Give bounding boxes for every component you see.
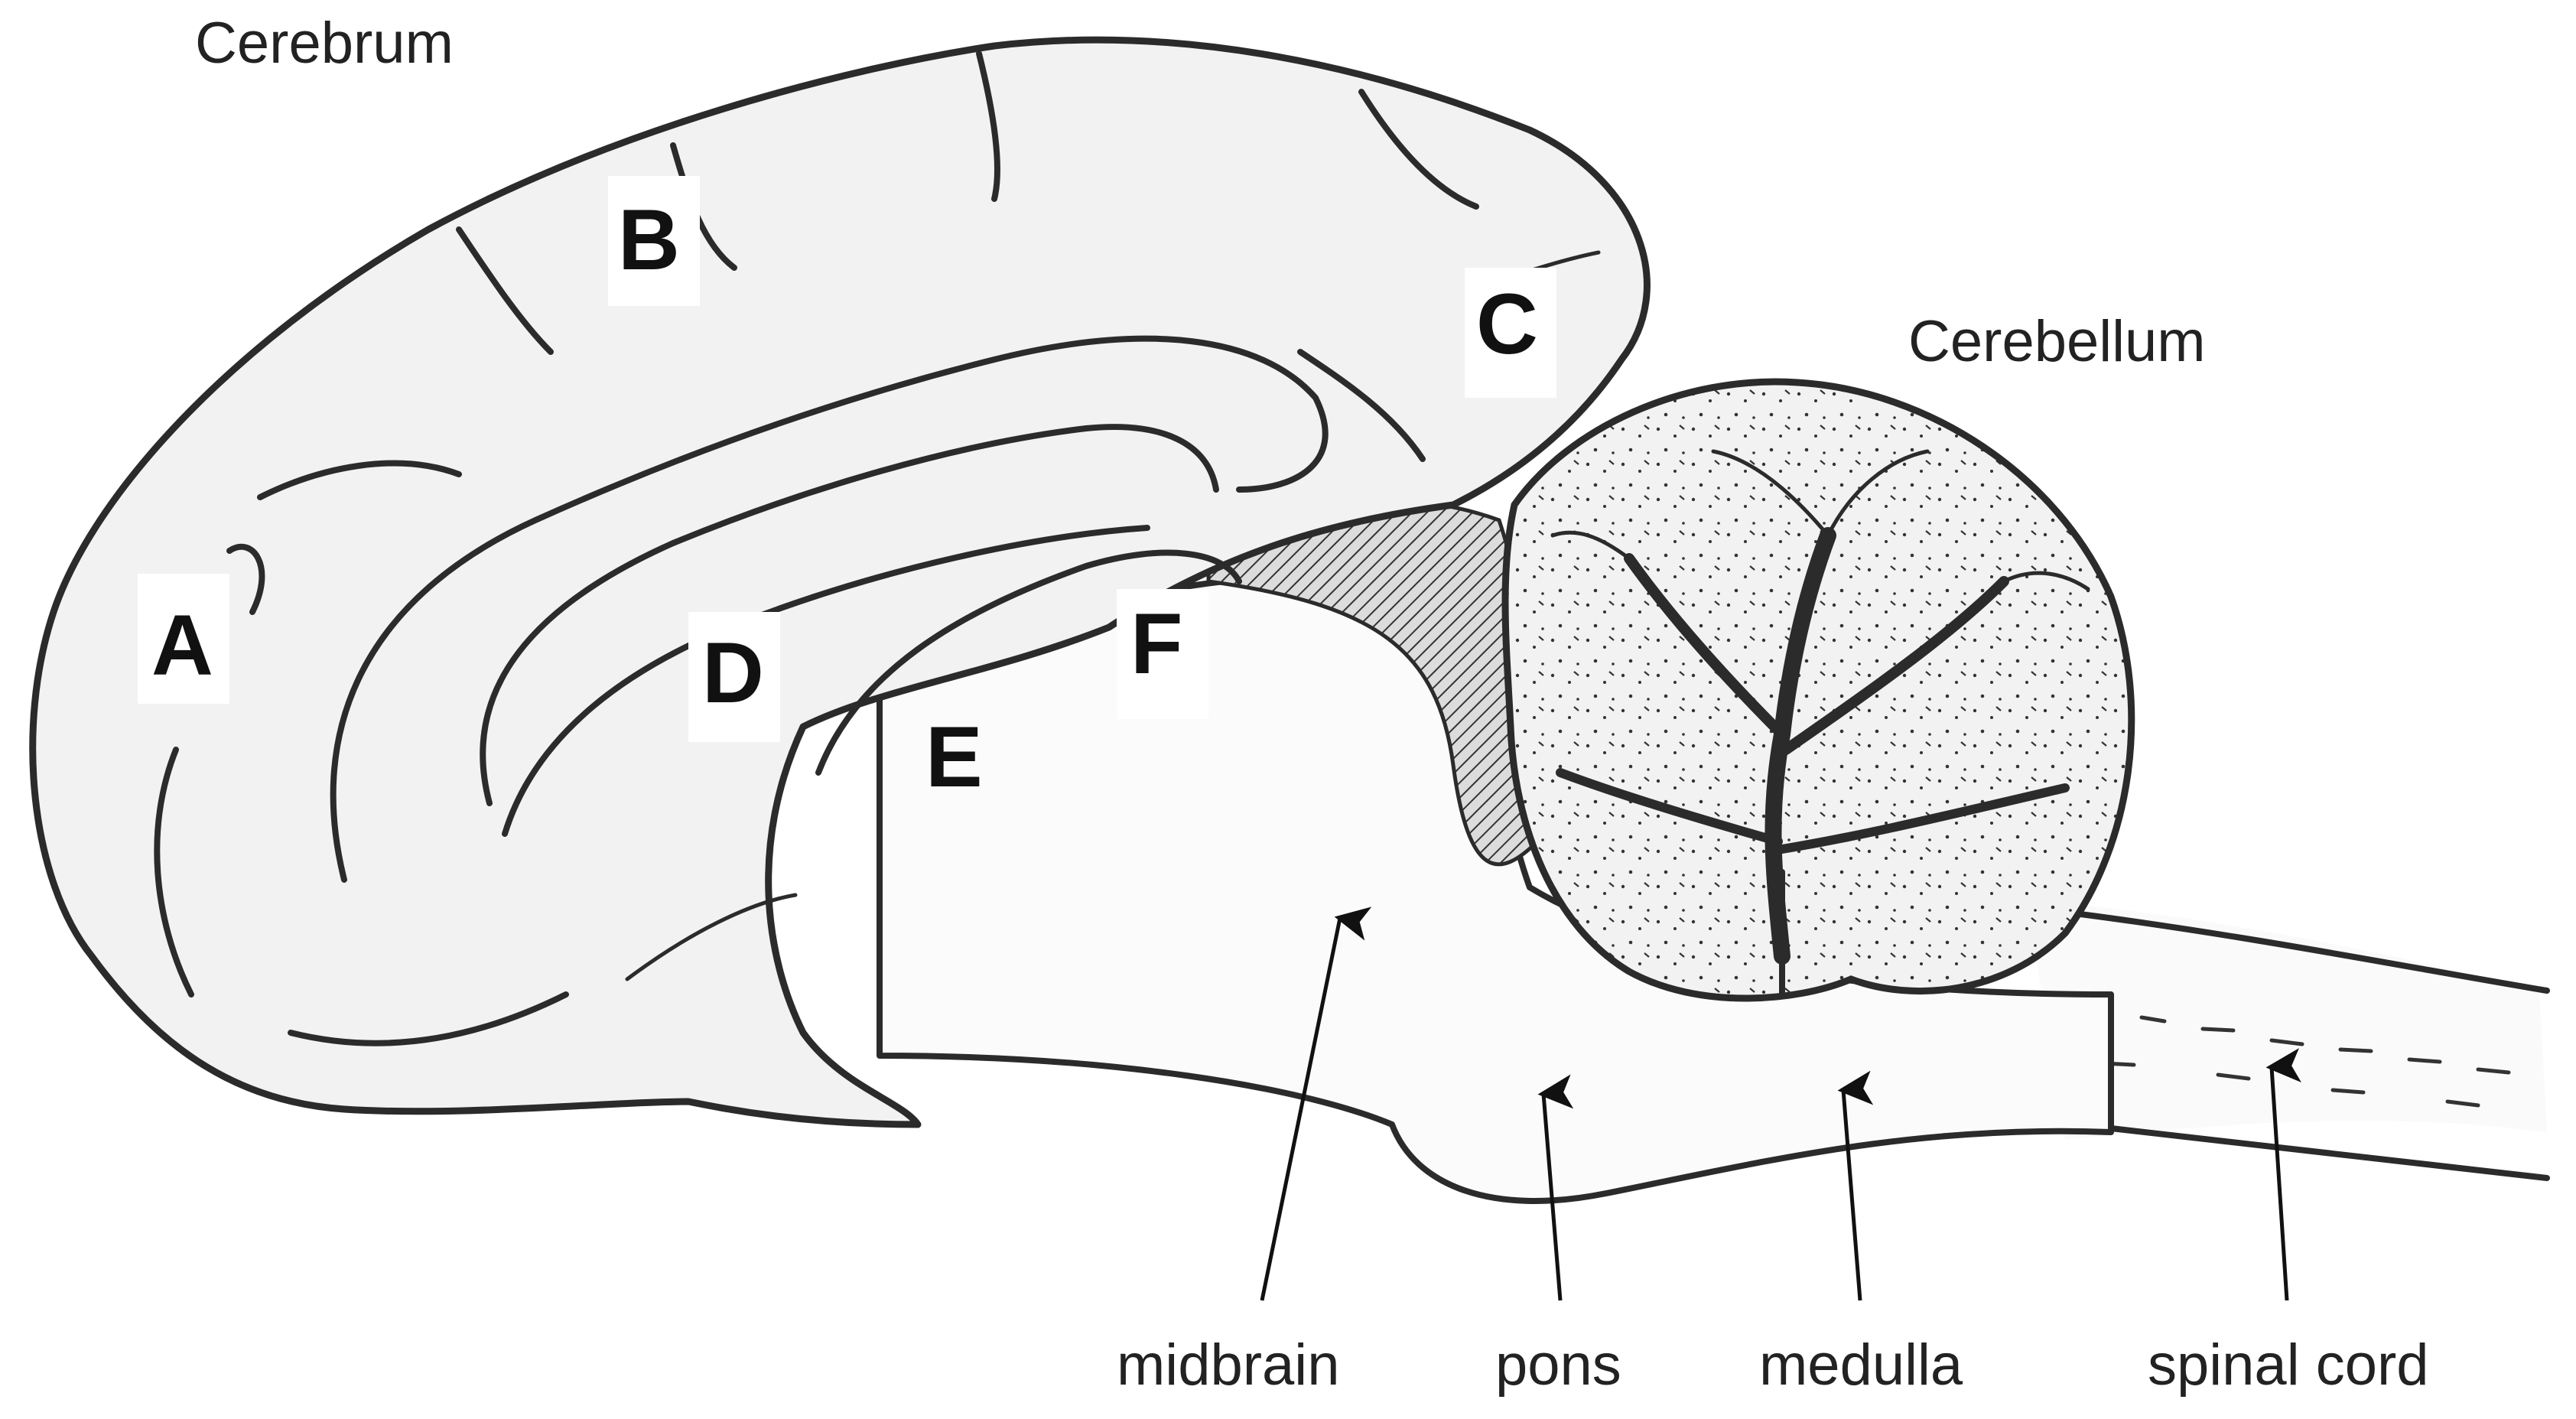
arbor-vitae-branch-lower-right — [1778, 783, 2070, 854]
sulcus-5 — [1358, 89, 1479, 210]
sulcus-10 — [1297, 349, 1426, 462]
midbrain-label: midbrain — [1117, 1333, 1339, 1398]
arbor-vitae-twig-1 — [1826, 449, 1930, 538]
medulla-label: medulla — [1759, 1333, 1963, 1398]
sulcus-9 — [625, 893, 798, 981]
fornix — [815, 549, 1242, 776]
part-d-tag — [688, 612, 780, 742]
arbor-vitae-twig-3 — [1550, 530, 1631, 561]
arbor-vitae-twig-2 — [1711, 449, 1830, 538]
arbor-vitae-branch-left — [1624, 553, 1787, 740]
pons-label: pons — [1495, 1333, 1621, 1398]
cerebrum-label: Cerebrum — [195, 11, 454, 76]
part-b-label: B — [618, 192, 680, 288]
part-a-label: A — [151, 597, 213, 693]
part-a-tag — [138, 574, 229, 704]
spinal-cord-stipple — [2002, 992, 2511, 1108]
part-d-label: D — [702, 625, 764, 721]
corpus-callosum-upper — [480, 424, 1219, 806]
arbor-vitae-branch-lower-left — [1556, 768, 1783, 846]
sulcus-6 — [154, 747, 194, 998]
midbrain-arrow — [1260, 906, 1372, 1301]
sulcus-4 — [976, 50, 1000, 202]
arbor-vitae-branch-right — [1781, 576, 2009, 755]
sulcus-1 — [257, 460, 462, 500]
sulcus-2 — [456, 226, 554, 355]
spinal-cord-lower-edge — [2108, 1125, 2550, 1181]
medulla-arrow — [1837, 1070, 1874, 1301]
arbor-vitae-twig-4 — [2002, 571, 2090, 591]
cerebellum-label: Cerebellum — [1908, 309, 2206, 374]
cerebellum-outline — [1501, 378, 2135, 1002]
part-f-label: F — [1130, 596, 1182, 692]
spinal-cord-arrow — [2265, 1048, 2301, 1301]
sulcus-7 — [288, 991, 569, 1046]
part-e-label: E — [925, 709, 983, 805]
spinal-cord-label: spinal cord — [2148, 1333, 2429, 1398]
cingulate-gyrus — [330, 335, 1329, 883]
part-c-label: C — [1476, 276, 1538, 372]
part-b-tag — [608, 176, 700, 306]
part-c-tag — [1465, 268, 1556, 398]
spinal-cord-upper-edge — [2077, 911, 2550, 994]
cerebrum-outline — [29, 36, 1651, 1128]
pons-arrow — [1537, 1074, 1574, 1301]
sulcus-8 — [226, 543, 265, 615]
part-f-tag — [1117, 589, 1208, 719]
spinal-cord-shape — [2027, 899, 2547, 1140]
